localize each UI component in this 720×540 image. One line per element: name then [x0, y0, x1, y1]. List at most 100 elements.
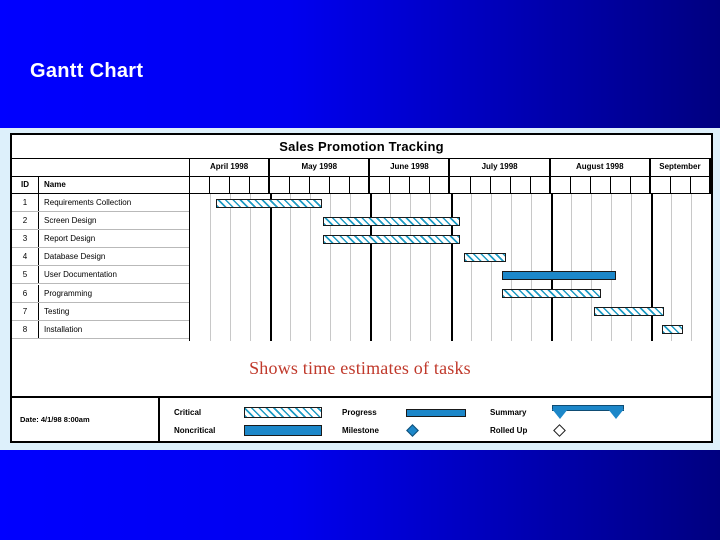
grid-line	[290, 194, 292, 341]
week-tick	[651, 177, 671, 194]
column-header-name: Name	[39, 176, 189, 193]
footer-date: Date: 4/1/98 8:00am	[12, 398, 160, 441]
week-tick	[190, 177, 211, 194]
task-name: Programming	[44, 288, 93, 298]
table-row[interactable]: 4 Database Design	[12, 248, 189, 267]
task-name: Installation	[44, 324, 83, 334]
gantt-chart: Sales Promotion Tracking ID Name April 1…	[10, 133, 713, 443]
week-tick	[290, 177, 311, 194]
gantt-bar[interactable]	[463, 252, 507, 262]
task-id: 1	[12, 194, 39, 212]
month-label-5: September	[651, 159, 711, 176]
grid-line	[590, 194, 592, 341]
week-tick	[671, 177, 691, 194]
gantt-bar[interactable]	[593, 307, 665, 317]
month-label-0: April 1998	[190, 159, 271, 176]
task-id: 8	[12, 320, 39, 338]
gantt-bar[interactable]	[661, 325, 683, 335]
gantt-bar[interactable]	[215, 198, 322, 208]
gantt-bar[interactable]	[501, 289, 601, 298]
week-tick	[611, 177, 631, 194]
legend-label-summary: Summary	[490, 408, 527, 417]
task-name: Report Design	[44, 234, 96, 244]
grid-line	[390, 194, 392, 341]
gantt-bar[interactable]	[322, 234, 460, 244]
week-tick	[410, 177, 431, 194]
week-tick	[451, 177, 471, 194]
grid-line	[690, 194, 692, 341]
grid-line	[310, 194, 312, 341]
week-tick	[691, 177, 711, 194]
grid-line	[490, 194, 492, 341]
page-title: Gantt Chart	[30, 60, 144, 82]
month-label-3: July 1998	[451, 159, 551, 176]
grid-line	[530, 194, 532, 341]
task-name: User Documentation	[44, 270, 117, 280]
legend-label-milestone: Milestone	[342, 426, 379, 435]
gantt-bar[interactable]	[501, 270, 617, 280]
column-header-id: ID	[12, 176, 39, 193]
week-tick	[531, 177, 551, 194]
grid-line	[570, 194, 572, 341]
task-id: 4	[12, 248, 39, 266]
week-tick	[230, 177, 251, 194]
week-tick	[591, 177, 611, 194]
grid-line	[370, 194, 373, 341]
gantt-bar[interactable]	[322, 216, 460, 226]
month-label-4: August 1998	[551, 159, 651, 176]
grid-line	[650, 194, 653, 341]
week-tick	[210, 177, 231, 194]
grid-line	[270, 194, 273, 341]
grid-line	[410, 194, 412, 341]
legend-symbol-noncritical	[244, 425, 322, 436]
week-axis	[190, 176, 711, 194]
week-tick	[390, 177, 411, 194]
week-tick	[330, 177, 351, 194]
task-id: 2	[12, 212, 39, 230]
grid-line	[330, 194, 332, 341]
task-name: Database Design	[44, 252, 106, 262]
week-tick	[471, 177, 491, 194]
table-row[interactable]: 2 Screen Design	[12, 212, 189, 231]
legend-label-critical: Critical	[174, 408, 202, 417]
table-row[interactable]: 3 Report Design	[12, 230, 189, 249]
grid-line	[430, 194, 432, 341]
task-id: 3	[12, 230, 39, 248]
header-left-columns: ID Name	[12, 159, 190, 193]
annotation-text: Shows time estimates of tasks	[249, 358, 471, 378]
task-id: 5	[12, 266, 39, 284]
table-row[interactable]: 8 Installation	[12, 320, 189, 339]
legend-symbol-milestone	[406, 424, 419, 437]
month-label-1: May 1998	[270, 159, 371, 176]
grid-line	[210, 194, 212, 341]
week-tick	[571, 177, 591, 194]
table-row[interactable]: 5 User Documentation	[12, 266, 189, 285]
week-tick	[511, 177, 531, 194]
chart-title: Sales Promotion Tracking	[12, 135, 711, 159]
week-tick	[270, 177, 291, 194]
grid-line	[350, 194, 352, 341]
month-label-2: June 1998	[370, 159, 451, 176]
week-tick	[250, 177, 271, 194]
grid-line	[610, 194, 612, 341]
grid-line	[450, 194, 453, 341]
grid-line	[711, 194, 713, 341]
chart-legend: Date: 4/1/98 8:00am Critical Noncritical…	[12, 396, 711, 441]
legend-symbol-progress	[406, 409, 466, 417]
legend-symbol-critical	[244, 407, 322, 418]
week-tick	[491, 177, 511, 194]
legend-label-rolled-up: Rolled Up	[490, 426, 528, 435]
week-tick	[310, 177, 331, 194]
grid-line	[510, 194, 512, 341]
task-name: Screen Design	[44, 216, 97, 226]
week-tick	[350, 177, 371, 194]
week-tick	[370, 177, 391, 194]
grid-line	[550, 194, 553, 341]
